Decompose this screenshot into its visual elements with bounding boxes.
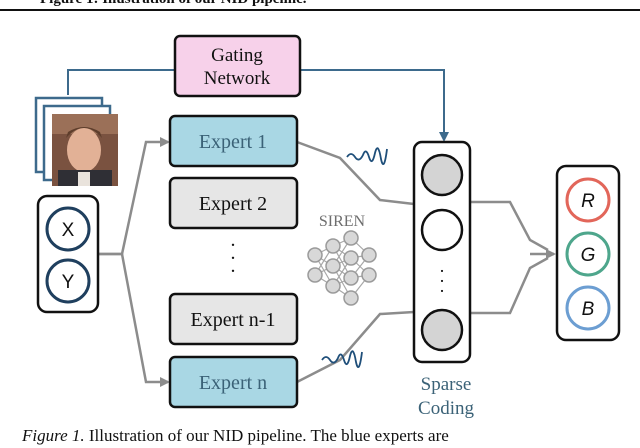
coordinate-input-box: X Y <box>36 194 100 314</box>
rgb-output-box: R G B <box>555 164 621 342</box>
sparse-coding-label-line2: Coding <box>418 398 474 419</box>
caption-text: Illustration of our NID pipeline. The bl… <box>84 426 449 445</box>
sparse-node-n <box>420 308 464 352</box>
g-node <box>565 231 611 277</box>
expert-1-frame <box>168 114 299 168</box>
x-node <box>45 206 91 252</box>
signal-squiggle-bottom <box>321 350 363 369</box>
gating-network-label-line2: Network <box>204 68 271 89</box>
sparse-node-1 <box>420 153 464 197</box>
portrait-photo <box>52 114 118 186</box>
gating-network-box: Gating Network <box>173 34 302 98</box>
sparse-to-rgb-arrow-top <box>470 200 549 252</box>
expert-n-1-label: Expert n-1 <box>191 309 276 331</box>
expert-ellipsis: . . . <box>231 229 236 277</box>
y-label: Y <box>62 272 75 293</box>
expert-2-label: Expert 2 <box>199 193 267 215</box>
expert-n-1-box: Expert n-1 <box>168 292 299 346</box>
expert-n-label: Expert n <box>199 372 267 394</box>
expert-1-box: Expert 1 <box>168 114 299 168</box>
sparse-to-rgb-arrow-bottom <box>470 256 549 315</box>
sparse-coding-frame <box>412 140 472 364</box>
b-node <box>565 285 611 331</box>
r-node <box>565 177 611 223</box>
gating-connections <box>67 69 449 142</box>
signal-squiggle-top <box>346 147 388 166</box>
expert-1-label: Expert 1 <box>199 131 267 153</box>
expert-ellipsis-dot-1: . <box>231 229 236 251</box>
y-node <box>45 258 91 304</box>
x-label: X <box>62 220 75 241</box>
figure-caption: Figure 1. Illustration of our NID pipeli… <box>22 426 640 446</box>
input-to-expertn-arrow <box>98 252 170 387</box>
expert-n-box: Expert n <box>168 355 299 409</box>
expert-2-frame <box>168 176 299 230</box>
g-label: G <box>581 245 596 266</box>
sparse-coding-column: . . . Sparse Coding <box>412 140 474 419</box>
sparse-ellipsis-dot-1: . <box>440 256 445 276</box>
caption-lead: Figure 1. <box>22 426 85 445</box>
sparse-coding-label-line1: Sparse <box>421 374 472 395</box>
gating-network-frame <box>173 34 302 98</box>
expert-n-1-frame <box>168 292 299 346</box>
expert-ellipsis-dot-2: . <box>231 242 236 264</box>
input-to-gating-line <box>67 69 175 95</box>
sparse-ellipsis-dot-2: . <box>440 266 445 286</box>
expert1-to-sparse-line <box>296 140 415 206</box>
gating-network-label-line1: Gating <box>211 45 263 66</box>
gating-to-sparse-arrow <box>300 69 449 142</box>
sparse-node-2 <box>420 208 464 252</box>
section-heading-strip: Figure 1: Illustration of our NID pipeli… <box>0 0 640 14</box>
r-label: R <box>581 191 595 212</box>
siren-label: SIREN <box>319 213 366 230</box>
section-heading: Figure 1: Illustration of our NID pipeli… <box>40 0 307 8</box>
data-flow-connections <box>98 137 556 387</box>
expert-ellipsis-dot-3: . <box>231 255 236 277</box>
heading-rule <box>0 9 640 11</box>
expertn-to-sparse-line <box>296 310 415 384</box>
expert-n-frame <box>168 355 299 409</box>
siren-network-icon <box>307 230 377 306</box>
expert-2-box: Expert 2 <box>168 176 299 230</box>
sparse-ellipsis-dot-3: . <box>440 276 445 296</box>
input-image-stack <box>34 96 118 186</box>
b-label: B <box>582 299 595 320</box>
